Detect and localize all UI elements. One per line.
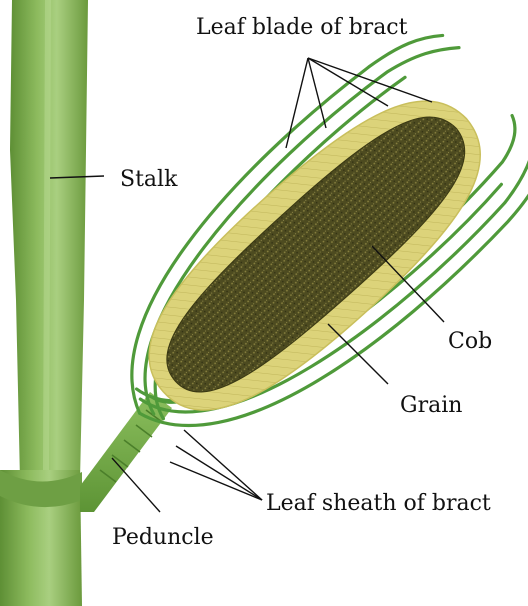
- leader-blade-2: [307, 57, 327, 129]
- label-stalk: Stalk: [120, 167, 178, 192]
- stalk: [0, 0, 88, 606]
- stalk-highlight: [43, 0, 51, 471]
- peduncle-rings: [99, 409, 163, 483]
- leader-stalk: [49, 175, 105, 179]
- leader-sheath-1: [183, 429, 263, 501]
- peduncle-body: [80, 392, 172, 512]
- leader-blade-3: [307, 57, 389, 107]
- leader-blade-4: [307, 57, 433, 103]
- leader-sheath-2: [175, 445, 263, 501]
- stalk-node: [0, 470, 82, 508]
- bract-4: [137, 149, 528, 427]
- leader-lines: [49, 57, 445, 513]
- label-grain: Grain: [400, 393, 462, 418]
- leader-sheath-3: [169, 461, 263, 501]
- label-leaf-blade: Leaf blade of bract: [196, 15, 408, 40]
- leader-blade-1: [285, 57, 309, 149]
- peduncle: [80, 392, 172, 512]
- label-peduncle: Peduncle: [112, 525, 214, 550]
- leader-grain: [327, 323, 389, 385]
- leader-cob: [371, 245, 445, 323]
- label-cob: Cob: [448, 329, 492, 354]
- corn-ear: [130, 33, 528, 427]
- leader-peduncle: [111, 457, 161, 513]
- bract-1: [130, 33, 445, 415]
- label-leaf-sheath: Leaf sheath of bract: [266, 491, 491, 516]
- cob: [166, 116, 466, 393]
